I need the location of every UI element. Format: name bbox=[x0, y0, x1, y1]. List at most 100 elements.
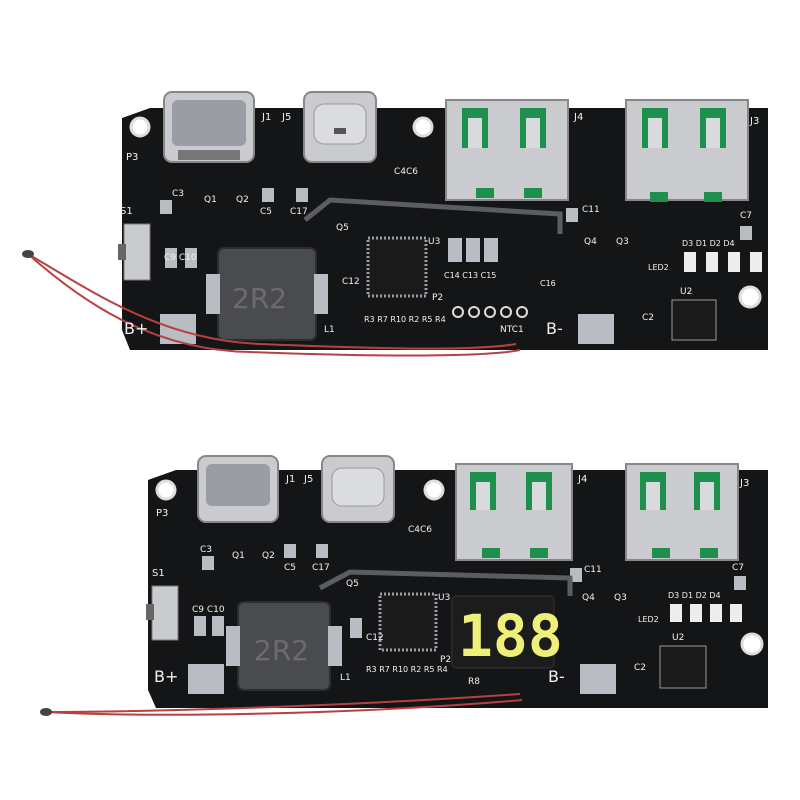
label-ntc: NTC1 bbox=[500, 325, 524, 335]
label-s1: S1 bbox=[152, 568, 165, 579]
ntc-sensor-tip bbox=[40, 708, 52, 716]
pcb-trace bbox=[303, 197, 563, 234]
label-c17: C17 bbox=[312, 563, 330, 573]
label-c5: C5 bbox=[284, 563, 296, 573]
label-led2: LED2 bbox=[648, 263, 669, 272]
label-c11: C11 bbox=[584, 565, 602, 575]
ntc-wire bbox=[27, 253, 517, 350]
chip-u2 bbox=[671, 299, 717, 341]
label-u3: U3 bbox=[428, 237, 440, 247]
label-c2: C2 bbox=[642, 313, 654, 323]
label-r-row: R3 R7 R10 R2 R5 R4 bbox=[366, 665, 448, 674]
inductor-marking: 2R2 bbox=[254, 634, 309, 667]
pcb-trace bbox=[318, 569, 573, 596]
mounting-hole bbox=[738, 285, 762, 309]
label-d-row: D3 D1 D2 D4 bbox=[668, 591, 721, 600]
label-j1: J1 bbox=[285, 474, 295, 485]
label-p2: P2 bbox=[432, 293, 443, 303]
label-j4: J4 bbox=[573, 112, 583, 123]
label-c2: C2 bbox=[634, 663, 646, 673]
label-l1: L1 bbox=[340, 673, 351, 683]
usb-c-port-j1 bbox=[163, 91, 255, 163]
label-c14-c13-c15: C14 C13 C15 bbox=[444, 271, 496, 280]
label-b-plus: B+ bbox=[124, 319, 148, 338]
inductor-pad bbox=[328, 626, 342, 666]
label-q3: Q3 bbox=[614, 593, 627, 603]
label-q2: Q2 bbox=[262, 551, 275, 561]
label-c4c6: C4C6 bbox=[408, 525, 432, 535]
pad-b-plus bbox=[188, 664, 224, 694]
led-row bbox=[684, 252, 762, 272]
label-j5: J5 bbox=[281, 112, 291, 123]
label-u3: U3 bbox=[438, 593, 450, 603]
chip-u2 bbox=[659, 645, 707, 689]
label-r8: R8 bbox=[468, 677, 480, 687]
label-c9c10: C9 C10 bbox=[164, 253, 197, 263]
label-r-row: R3 R7 R10 R2 R5 R4 bbox=[364, 315, 446, 324]
label-q2: Q2 bbox=[236, 195, 249, 205]
label-q5: Q5 bbox=[346, 579, 359, 589]
label-j3: J3 bbox=[739, 478, 749, 489]
label-c4c6: C4C6 bbox=[394, 167, 418, 177]
label-c17: C17 bbox=[290, 207, 308, 217]
bottom-board: 188 J1 J5 J4 J3 P3 S1 C3 Q1 Q2 C5 C17 C4… bbox=[40, 455, 768, 716]
label-j1: J1 bbox=[261, 112, 271, 123]
ntc-wire bbox=[27, 253, 521, 357]
label-c5: C5 bbox=[260, 207, 272, 217]
label-b-minus: B- bbox=[546, 319, 563, 338]
label-u2: U2 bbox=[680, 287, 692, 297]
label-led2: LED2 bbox=[638, 615, 659, 624]
chip-u3 bbox=[378, 592, 438, 652]
ntc-wire bbox=[45, 693, 521, 713]
header-p2 bbox=[452, 306, 528, 318]
usb-a-port-j4 bbox=[445, 99, 569, 201]
label-c16: C16 bbox=[540, 279, 556, 288]
mounting-hole bbox=[129, 116, 151, 138]
label-j5: J5 bbox=[303, 474, 313, 485]
label-c12: C12 bbox=[342, 277, 360, 287]
inductor-marking: 2R2 bbox=[232, 282, 287, 315]
switch-knob bbox=[118, 244, 126, 260]
usb-c-port-j1 bbox=[197, 455, 279, 523]
label-q5: Q5 bbox=[336, 223, 349, 233]
label-j3: J3 bbox=[749, 116, 759, 127]
usb-a-port-j3 bbox=[625, 99, 749, 202]
label-q4: Q4 bbox=[582, 593, 595, 603]
label-c3: C3 bbox=[200, 545, 212, 555]
label-b-minus: B- bbox=[548, 667, 565, 686]
label-q1: Q1 bbox=[204, 195, 217, 205]
label-c9c10: C9 C10 bbox=[192, 605, 225, 615]
ntc-wire bbox=[45, 699, 523, 716]
switch-knob bbox=[146, 604, 154, 620]
label-c3: C3 bbox=[172, 189, 184, 199]
capacitor-group bbox=[194, 544, 746, 638]
label-p2: P2 bbox=[440, 655, 451, 665]
label-c12: C12 bbox=[366, 633, 384, 643]
led-row bbox=[670, 604, 742, 622]
label-c7: C7 bbox=[732, 563, 744, 573]
label-b-plus: B+ bbox=[154, 667, 178, 686]
mounting-hole bbox=[412, 116, 434, 138]
label-q1: Q1 bbox=[232, 551, 245, 561]
usb-c-port-j5 bbox=[303, 91, 377, 163]
seven-segment-display: 188 bbox=[451, 595, 563, 670]
label-p3: P3 bbox=[156, 508, 168, 519]
pad-b-minus bbox=[578, 314, 614, 344]
inductor-pad bbox=[206, 274, 220, 314]
usb-a-port-j4 bbox=[455, 463, 573, 561]
mounting-hole bbox=[423, 479, 445, 501]
usb-c-port-j5 bbox=[321, 455, 395, 523]
label-c7: C7 bbox=[740, 211, 752, 221]
pad-b-minus bbox=[580, 664, 616, 694]
label-l1: L1 bbox=[324, 325, 335, 335]
inductor-pad bbox=[226, 626, 240, 666]
slide-switch bbox=[123, 223, 151, 281]
inductor-pad bbox=[314, 274, 328, 314]
label-p3: P3 bbox=[126, 152, 138, 163]
display-readout: 188 bbox=[458, 602, 563, 670]
mounting-hole bbox=[155, 479, 177, 501]
label-u2: U2 bbox=[672, 633, 684, 643]
label-s1: S1 bbox=[120, 206, 133, 217]
slide-switch bbox=[151, 585, 179, 641]
